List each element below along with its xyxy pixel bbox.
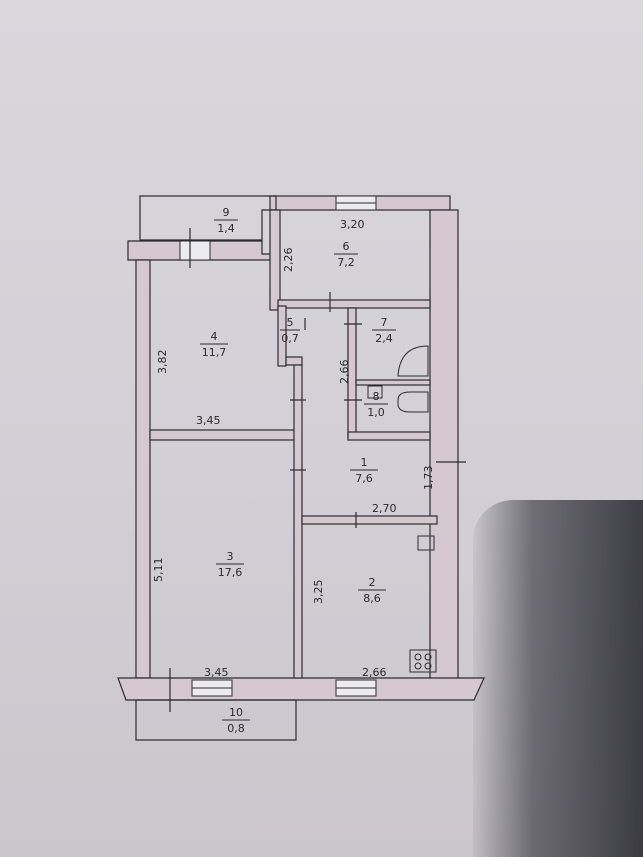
dim-kitchen-width-top: 2,70 <box>372 502 397 515</box>
room-labels: 10 9 1,4 6 7,2 4 11,7 5 0,7 7 2,4 8 1,0 … <box>200 206 396 735</box>
room-8-number: 8 <box>373 390 380 403</box>
wall-room6-bottom <box>277 299 431 309</box>
room-10-area: 0,8 <box>227 722 245 735</box>
room-3-area: 17,6 <box>218 566 243 579</box>
room-10-number: 10 <box>229 706 243 719</box>
camera-shadow <box>473 500 643 857</box>
room-1-number: 1 <box>361 456 368 469</box>
wall-room5-bottom <box>285 356 303 366</box>
kitchen-sink-icon <box>417 535 435 551</box>
wall-wc-mid <box>355 379 431 386</box>
room-5-number: 5 <box>287 316 294 329</box>
wall-room4-room3 <box>149 429 299 441</box>
toilet-icon <box>397 391 429 413</box>
dim-room6-width: 3,20 <box>340 218 365 231</box>
room-6-number: 6 <box>343 240 350 253</box>
room-8-area: 1,0 <box>367 406 385 419</box>
room-9-area: 1,4 <box>217 222 235 235</box>
dim-kitchen-width-bottom: 2,66 <box>362 666 387 679</box>
stove-icon <box>409 649 437 673</box>
stove-burner-1 <box>414 653 422 661</box>
wall-right <box>429 209 459 681</box>
room-6-area: 7,2 <box>337 256 355 269</box>
dim-room3-height: 5,11 <box>152 558 165 583</box>
dim-room4-width: 3,45 <box>196 414 221 427</box>
dim-kitchen-height: 3,25 <box>312 580 325 605</box>
sink-icon <box>367 385 383 399</box>
wall-corridor-left <box>293 364 303 679</box>
window-room4 <box>179 240 211 261</box>
stove-burner-4 <box>424 662 432 670</box>
stove-burner-2 <box>424 653 432 661</box>
windows <box>179 195 377 697</box>
room-3-number: 3 <box>227 550 234 563</box>
room-5-area: 0,7 <box>281 332 299 345</box>
wall-left <box>135 259 151 679</box>
fixtures <box>367 345 437 673</box>
shower-icon <box>397 345 429 377</box>
room-7-area: 2,4 <box>375 332 393 345</box>
dim-room4-height: 3,82 <box>156 350 169 375</box>
balcony-10-outline <box>135 699 297 741</box>
room-2-number: 2 <box>369 576 376 589</box>
room-2-area: 8,6 <box>363 592 381 605</box>
wall-room6-left <box>269 209 281 311</box>
dimension-labels: 3,20 2,26 3,82 3,45 2,66 1,73 2,70 5,11 … <box>152 218 435 679</box>
room-4-area: 11,7 <box>202 346 227 359</box>
balcony-9-outline <box>139 195 277 241</box>
room-4-number: 4 <box>211 330 218 343</box>
dim-room6-height: 2,26 <box>282 248 295 273</box>
wall-room5-left <box>277 305 287 367</box>
stove-burner-3 <box>414 662 422 670</box>
room-9-number: 9 <box>223 206 230 219</box>
wall-bottom <box>117 677 485 701</box>
dim-hall-height: 1,73 <box>422 466 435 491</box>
wall-wc-bottom <box>347 431 431 441</box>
room-1-area: 7,6 <box>355 472 373 485</box>
wall-kitchen-top <box>301 515 438 525</box>
room-7-number: 7 <box>381 316 388 329</box>
dim-wc-height: 2,66 <box>338 360 351 385</box>
door-marks <box>169 228 466 712</box>
dim-room3-width-bottom: 3,45 <box>204 666 229 679</box>
